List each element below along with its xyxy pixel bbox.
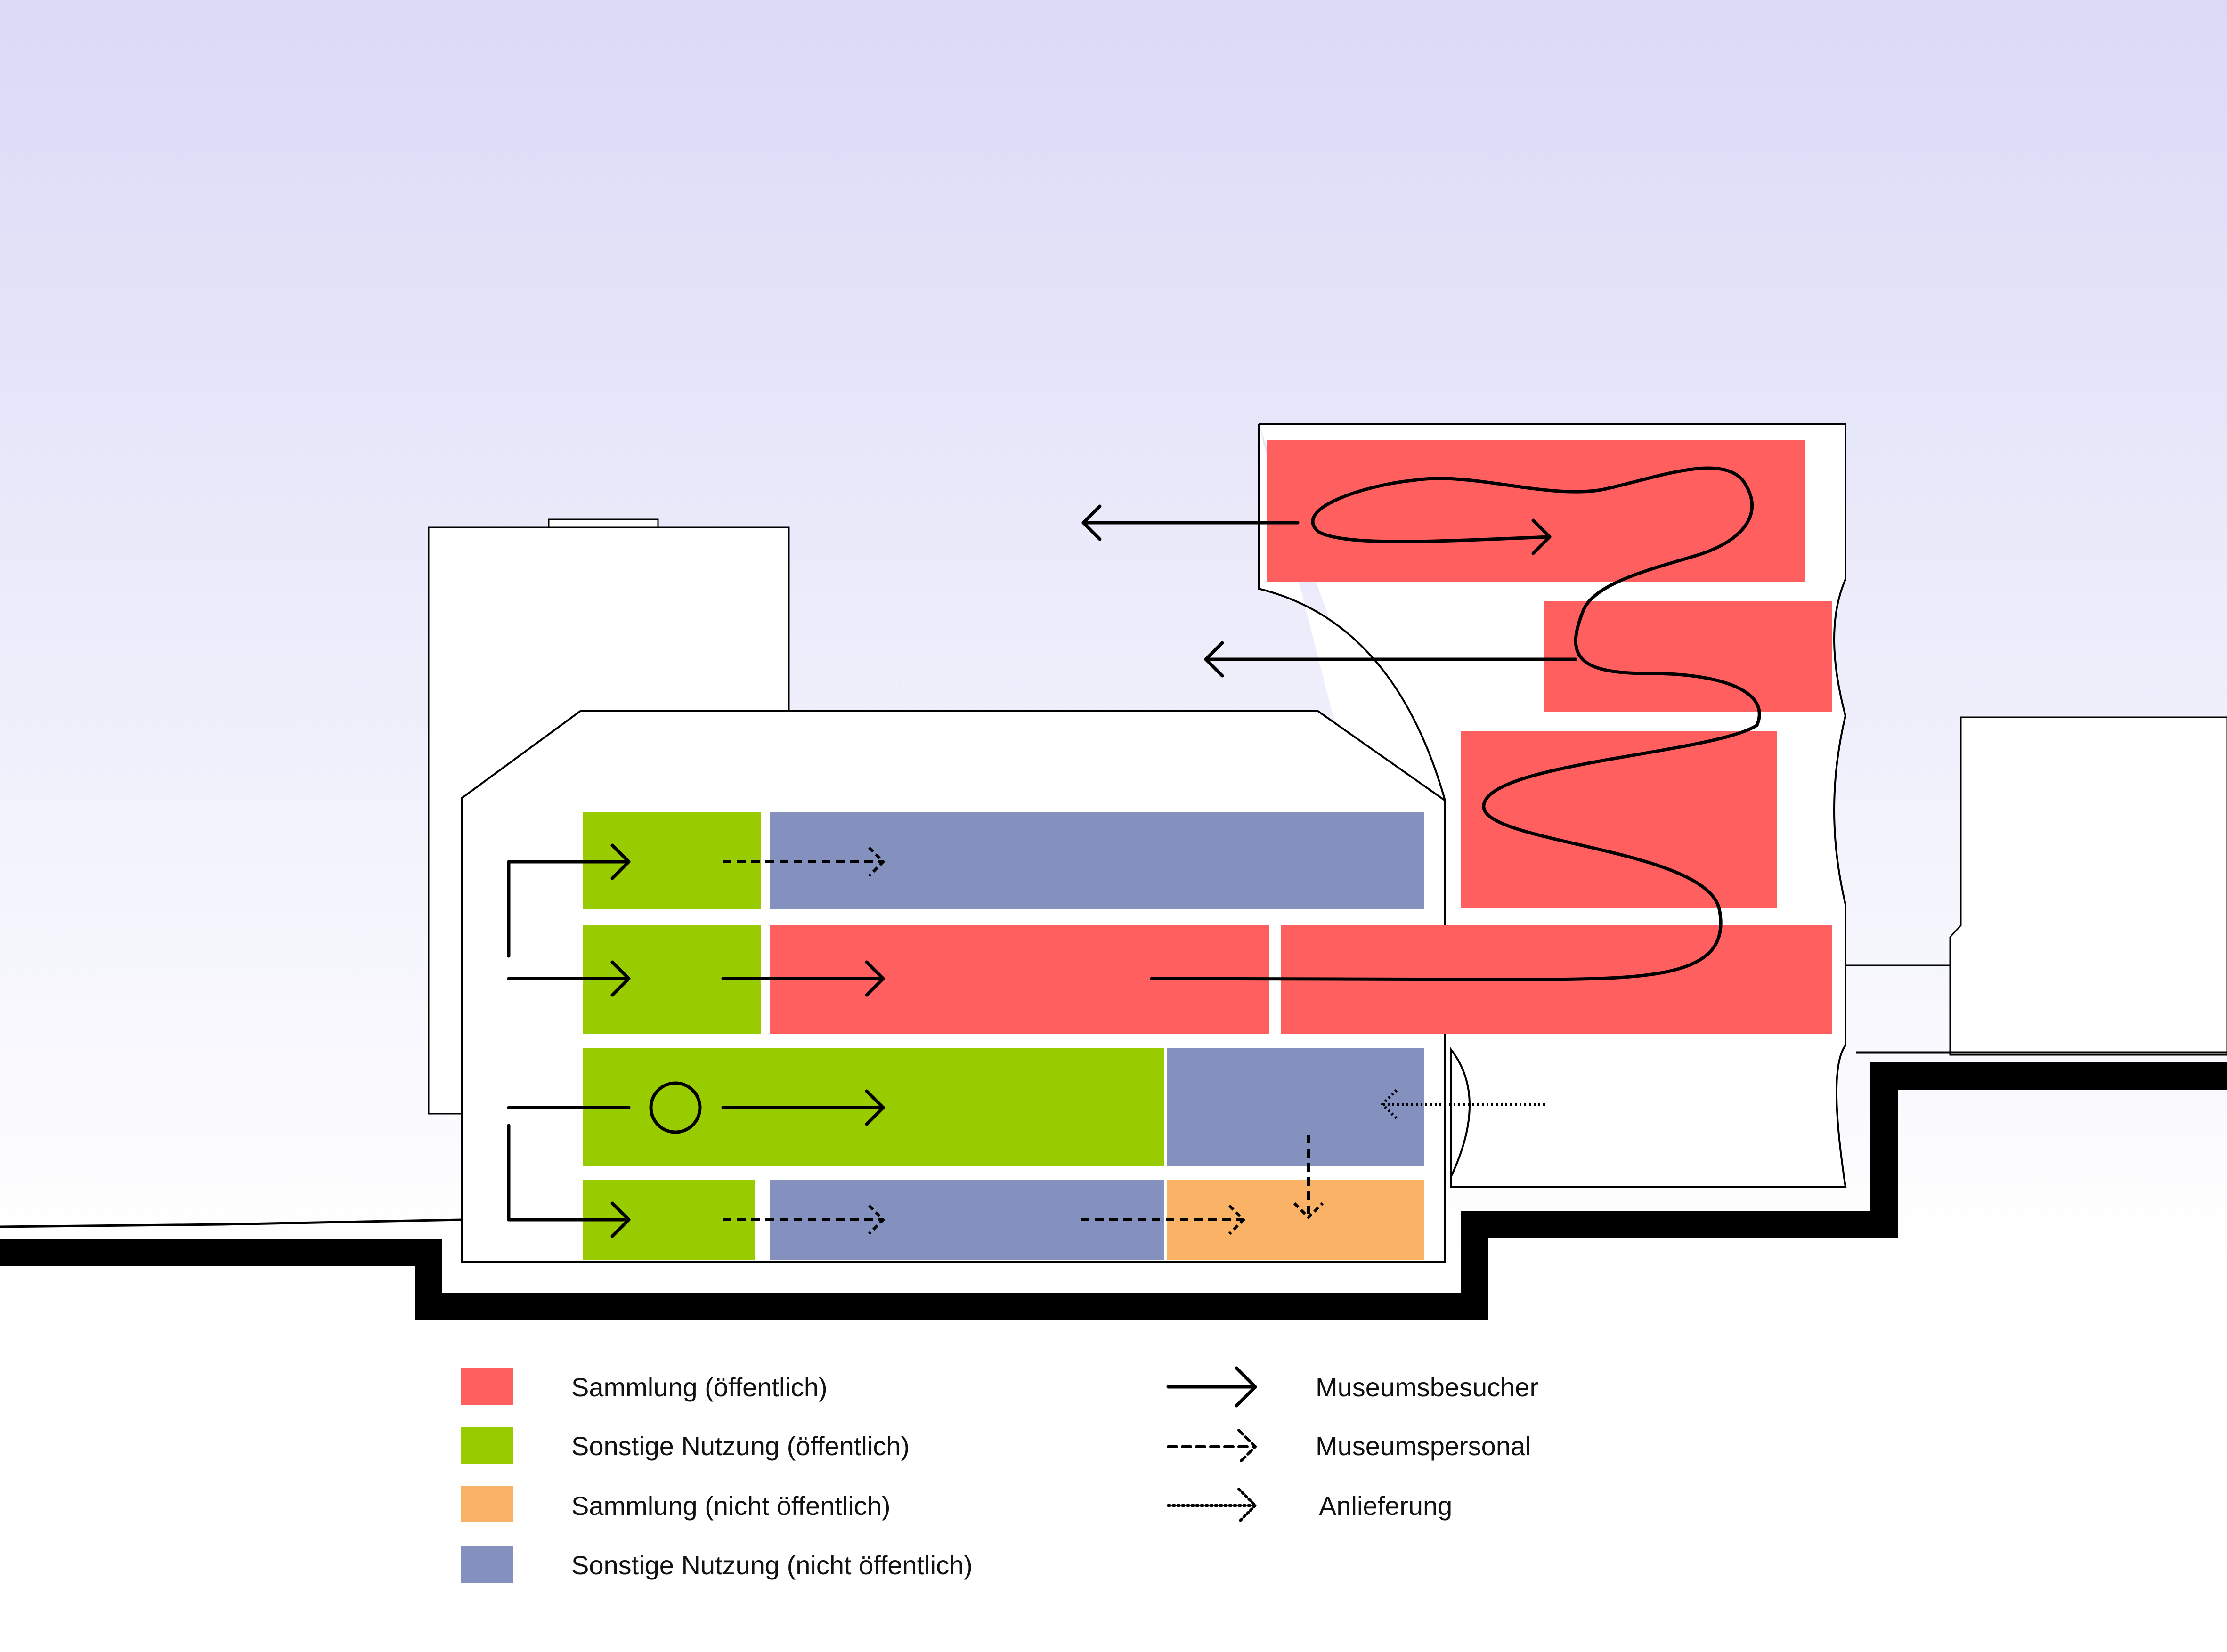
- legend-dotted-arrow-icon: [1167, 1488, 1257, 1523]
- zone-sammlung-oeffentlich-tower-3: [1461, 731, 1777, 908]
- staff-flows: [723, 860, 1310, 1221]
- dashed-arrow-icon: [1293, 1202, 1324, 1220]
- zone-sammlung-nicht-oeffentlich-1: [1167, 1180, 1424, 1260]
- zone-sammlung-oeffentlich-tower-2: [1544, 601, 1832, 712]
- legend-swatch-sammlung-nicht-oeffentlich: [461, 1486, 513, 1522]
- neighbour-building-left-roof: [548, 518, 659, 528]
- legend-label-sonstige-oeffentlich: Sonstige Nutzung (öffentlich): [571, 1431, 910, 1461]
- legend-solid-arrow-icon: [1166, 1366, 1257, 1408]
- neighbour-building-right: [1949, 716, 2227, 1056]
- dotted-arrow-icon: [1380, 1089, 1398, 1120]
- dashed-arrow-icon: [868, 1204, 886, 1235]
- ground-profile: [0, 1062, 2227, 1320]
- legend-label-anlieferung: Anlieferung: [1319, 1491, 1452, 1521]
- entrance-circle-icon: [649, 1081, 702, 1134]
- zone-sammlung-oeffentlich-tower-1: [1267, 440, 1805, 582]
- solid-arrow-icon: [1531, 518, 1552, 555]
- solid-arrow-icon: [1204, 641, 1224, 678]
- legend-dashed-arrow-head: [1237, 1429, 1257, 1465]
- visitor-flows: [507, 466, 1761, 1222]
- solid-arrow-icon: [865, 960, 885, 997]
- legend-swatch-sonstige-oeffentlich: [461, 1427, 513, 1464]
- zone-sonstige-nicht-oeffentlich-2: [1167, 1048, 1424, 1166]
- visitor-arrow-heads: [610, 504, 1552, 1238]
- legend-label-sammlung-oeffentlich: Sammlung (öffentlich): [571, 1372, 828, 1402]
- legend-label-museumsbesucher: Museumsbesucher: [1316, 1372, 1538, 1402]
- dashed-arrow-icon: [1228, 1204, 1246, 1235]
- delivery-flows: [1380, 1089, 1545, 1120]
- dashed-arrow-icon: [868, 846, 886, 877]
- visitor-serpentine: [1150, 466, 1761, 981]
- street-line: [0, 1218, 462, 1228]
- legend-label-sonstige-nicht-oeffentlich: Sonstige Nutzung (nicht öffentlich): [571, 1550, 973, 1580]
- solid-arrow-icon: [610, 960, 631, 997]
- legend-label-museumspersonal: Museumspersonal: [1316, 1431, 1531, 1461]
- staff-arrow-heads: [868, 846, 1324, 1235]
- legend-swatch-sammlung-oeffentlich: [461, 1368, 513, 1405]
- legend: Sammlung (öffentlich) Sonstige Nutzung (…: [461, 1366, 1538, 1583]
- solid-arrow-icon: [610, 843, 631, 880]
- solid-arrow-icon: [1081, 504, 1102, 541]
- solid-arrow-icon: [610, 1201, 631, 1238]
- legend-label-sammlung-nicht-oeffentlich: Sammlung (nicht öffentlich): [571, 1491, 891, 1521]
- legend-swatch-sonstige-nicht-oeffentlich: [461, 1546, 513, 1583]
- solid-arrow-icon: [865, 1089, 885, 1126]
